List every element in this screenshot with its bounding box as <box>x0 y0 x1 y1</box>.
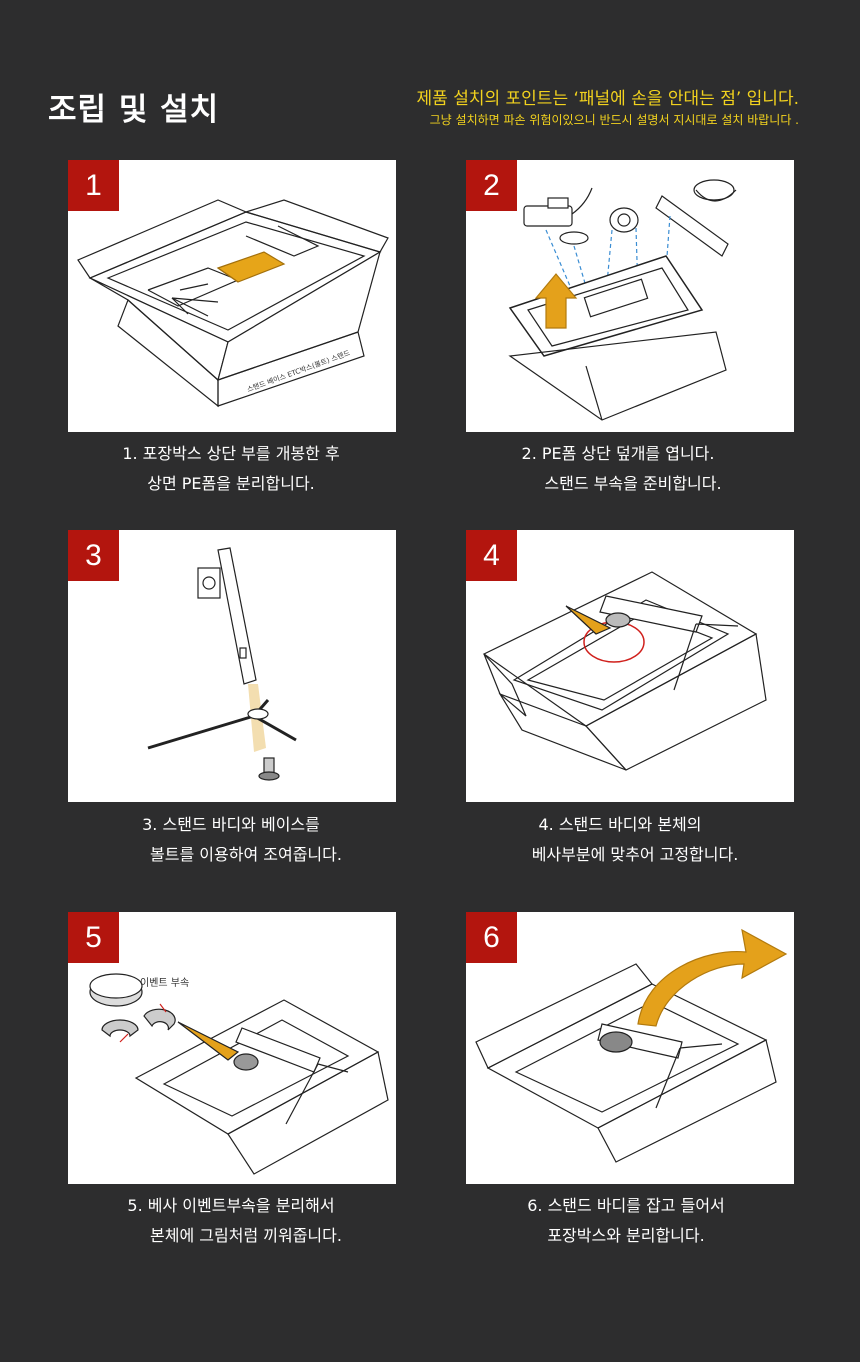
step-5-caption-line2: 본체에 그림처럼 끼워줍니다. <box>150 1226 342 1245</box>
step-4-caption: 4. 스탠드 바디와 본체의 베사부분에 맞추어 고정합니다. <box>405 810 835 870</box>
step-4-caption-line1: 4. 스탠드 바디와 본체의 <box>538 815 702 834</box>
step-3-caption-line2: 볼트를 이용하여 조여줍니다. <box>150 845 342 864</box>
step-4-illustration <box>482 571 767 771</box>
install-point-note: 제품 설치의 포인트는 ‘패널에 손을 안대는 점’ 입니다. <box>416 89 799 109</box>
step-3-badge: 3 <box>68 530 119 581</box>
step-5-illustration: 이벤트 부속 <box>89 973 389 1175</box>
step-6-badge: 6 <box>466 912 517 963</box>
step-4-panel: 4 <box>466 530 794 802</box>
step-5-caption: 5. 베사 이벤트부속을 분리해서 본체에 그림처럼 끼워줍니다. <box>16 1191 446 1251</box>
step-5-caption-line1: 5. 베사 이벤트부속을 분리해서 <box>127 1196 335 1215</box>
step-2-caption-line1: 2. PE폼 상단 덮개를 엽니다. <box>521 444 715 463</box>
step-6-panel: 6 <box>466 912 794 1184</box>
step-2-caption-line2: 스탠드 부속을 준비합니다. <box>544 474 722 493</box>
step-3-caption: 3. 스탠드 바디와 베이스를 볼트를 이용하여 조여줍니다. <box>16 810 446 870</box>
step-6-caption-line2: 포장박스와 분리합니다. <box>547 1226 705 1245</box>
step-3-illustration <box>147 547 297 781</box>
step-4-caption-line2: 베사부분에 맞추어 고정합니다. <box>531 845 739 864</box>
step-3-caption-line1: 3. 스탠드 바디와 베이스를 <box>142 815 320 834</box>
step-6-illustration <box>475 928 788 1163</box>
install-warning-note: 그냥 설치하면 파손 위험이있으니 반드시 설명서 지시대로 설치 바랍니다 . <box>429 113 799 127</box>
step-1-badge: 1 <box>68 160 119 211</box>
step-5-badge: 5 <box>68 912 119 963</box>
step-1-panel: 스탠드 베이스 ETC박스(볼트) 스탠드 1 <box>68 160 396 432</box>
step-2-panel: 2 <box>466 160 794 432</box>
step-3-panel: 3 <box>68 530 396 802</box>
step-6-caption-line1: 6. 스탠드 바디를 잡고 들어서 <box>527 1196 725 1215</box>
step-4-badge: 4 <box>466 530 517 581</box>
step-2-badge: 2 <box>466 160 517 211</box>
step-6-caption: 6. 스탠드 바디를 잡고 들어서 포장박스와 분리합니다. <box>411 1191 841 1251</box>
step-1-caption-line1: 1. 포장박스 상단 부를 개봉한 후 <box>122 444 340 463</box>
step-2-caption: 2. PE폼 상단 덮개를 엽니다. 스탠드 부속을 준비합니다. <box>403 439 833 499</box>
page-title: 조립 및 설치 <box>48 92 220 128</box>
step-2-illustration <box>508 179 737 421</box>
step-5-panel: 이벤트 부속 5 <box>68 912 396 1184</box>
step-1-caption: 1. 포장박스 상단 부를 개봉한 후 상면 PE폼을 분리합니다. <box>16 439 446 499</box>
step-1-illustration: 스탠드 베이스 ETC박스(볼트) 스탠드 <box>77 199 389 408</box>
event-part-label: 이벤트 부속 <box>140 977 189 989</box>
step-1-caption-line2: 상면 PE폼을 분리합니다. <box>147 474 315 493</box>
